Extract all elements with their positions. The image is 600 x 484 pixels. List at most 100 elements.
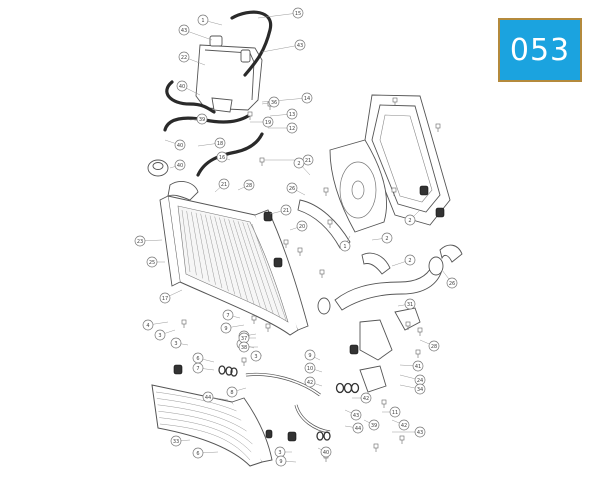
part-callout: 43 <box>350 409 362 421</box>
callout-label: 9 <box>224 326 227 332</box>
part-callout: 2 <box>404 214 416 226</box>
callout-circle <box>446 277 458 289</box>
callout-label: 2 <box>408 218 411 224</box>
part-callout: 37 <box>238 332 250 344</box>
callout-label: 9 <box>308 353 311 359</box>
callout-circle <box>268 96 280 108</box>
callout-circle <box>218 178 230 190</box>
callout-circle <box>293 157 305 169</box>
part-callout: 42 <box>398 419 410 431</box>
callout-label: 3 <box>278 450 281 456</box>
callout-label: 6 <box>196 451 199 457</box>
part-callout: 42 <box>304 376 316 388</box>
callout-label: 3 <box>174 341 177 347</box>
part-callout: 3 <box>250 350 262 362</box>
part-callout: 42 <box>360 392 372 404</box>
callout-circle <box>286 182 298 194</box>
part-callout: 1 <box>339 240 351 252</box>
callout-label: 18 <box>217 141 223 147</box>
callout-label: 40 <box>323 450 329 456</box>
part-callout: 18 <box>214 137 226 149</box>
callout-circle <box>398 419 410 431</box>
callout-circle <box>178 51 190 63</box>
callout-circle <box>381 232 393 244</box>
callout-circle <box>222 309 234 321</box>
callout-circle <box>304 362 316 374</box>
callout-circle <box>352 422 364 434</box>
callout-label: 6 <box>196 356 199 362</box>
part-callout: 13 <box>286 108 298 120</box>
part-callout: 21 <box>280 204 292 216</box>
callout-label: 10 <box>307 366 313 372</box>
part-callout: 36 <box>268 96 280 108</box>
callout-label: 3 <box>158 333 161 339</box>
part-callout: 21 <box>302 154 314 166</box>
callout-label: 23 <box>137 239 143 245</box>
callout-label: 42 <box>307 380 313 386</box>
part-callout: 28 <box>243 179 255 191</box>
part-callout: 34 <box>414 383 426 395</box>
part-callout: 16 <box>216 151 228 163</box>
part-callout: 9 <box>304 349 316 361</box>
leader-line <box>257 12 299 19</box>
bolt-head <box>241 357 247 363</box>
callout-label: 31 <box>407 302 413 308</box>
callout-label: 25 <box>149 260 155 266</box>
radiator-cap <box>147 159 199 201</box>
part-callout: 26 <box>446 277 458 289</box>
callout-label: 4 <box>146 323 149 329</box>
bolt-head <box>181 319 187 325</box>
callout-circle <box>216 151 228 163</box>
bolt-head <box>251 315 257 321</box>
callout-label: 44 <box>205 395 211 401</box>
callout-circle <box>428 340 440 352</box>
callout-circle <box>404 254 416 266</box>
part-callout: 20 <box>296 220 308 232</box>
mounting-brackets <box>359 307 421 393</box>
callout-circle <box>220 322 232 334</box>
callout-circle <box>174 139 186 151</box>
callout-circle <box>170 337 182 349</box>
bolt-head <box>327 219 333 225</box>
callout-circle <box>286 108 298 120</box>
callout-circle <box>192 362 204 374</box>
callout-circle <box>280 204 292 216</box>
page-number: 053 <box>509 32 571 68</box>
part-callout: 40 <box>174 159 186 171</box>
callout-circle <box>304 376 316 388</box>
bolt-head <box>381 399 387 405</box>
part-callout: 44 <box>202 391 214 403</box>
callout-circle <box>154 329 166 341</box>
coolant-pipes <box>297 199 463 315</box>
part-callout: 39 <box>196 113 208 125</box>
callout-circle <box>196 113 208 125</box>
callout-circle <box>174 159 186 171</box>
bolt-head <box>297 247 303 253</box>
part-callout: 2 <box>381 232 393 244</box>
callout-label: 1 <box>343 244 346 250</box>
callout-circle <box>320 446 332 458</box>
part-callout: 22 <box>178 51 190 63</box>
part-callout: 38 <box>238 341 250 353</box>
callout-circle <box>250 350 262 362</box>
part-callout: 7 <box>192 362 204 374</box>
part-callout: 14 <box>301 92 313 104</box>
callout-label: 20 <box>299 224 305 230</box>
callout-circle <box>389 406 401 418</box>
part-callout: 15 <box>292 7 304 19</box>
part-callout: 33 <box>170 435 182 447</box>
callout-label: 13 <box>289 112 295 118</box>
part-callout: 41 <box>412 360 424 372</box>
callout-label: 44 <box>355 426 361 432</box>
callout-circle <box>360 392 372 404</box>
o-rings <box>218 365 360 441</box>
bolt-head <box>265 323 271 329</box>
bolt-head <box>399 435 405 441</box>
part-callout: 9 <box>220 322 232 334</box>
callout-circle <box>142 319 154 331</box>
callout-label: 43 <box>297 43 303 49</box>
part-callout: 26 <box>286 182 298 194</box>
part-callout: 2 <box>404 254 416 266</box>
